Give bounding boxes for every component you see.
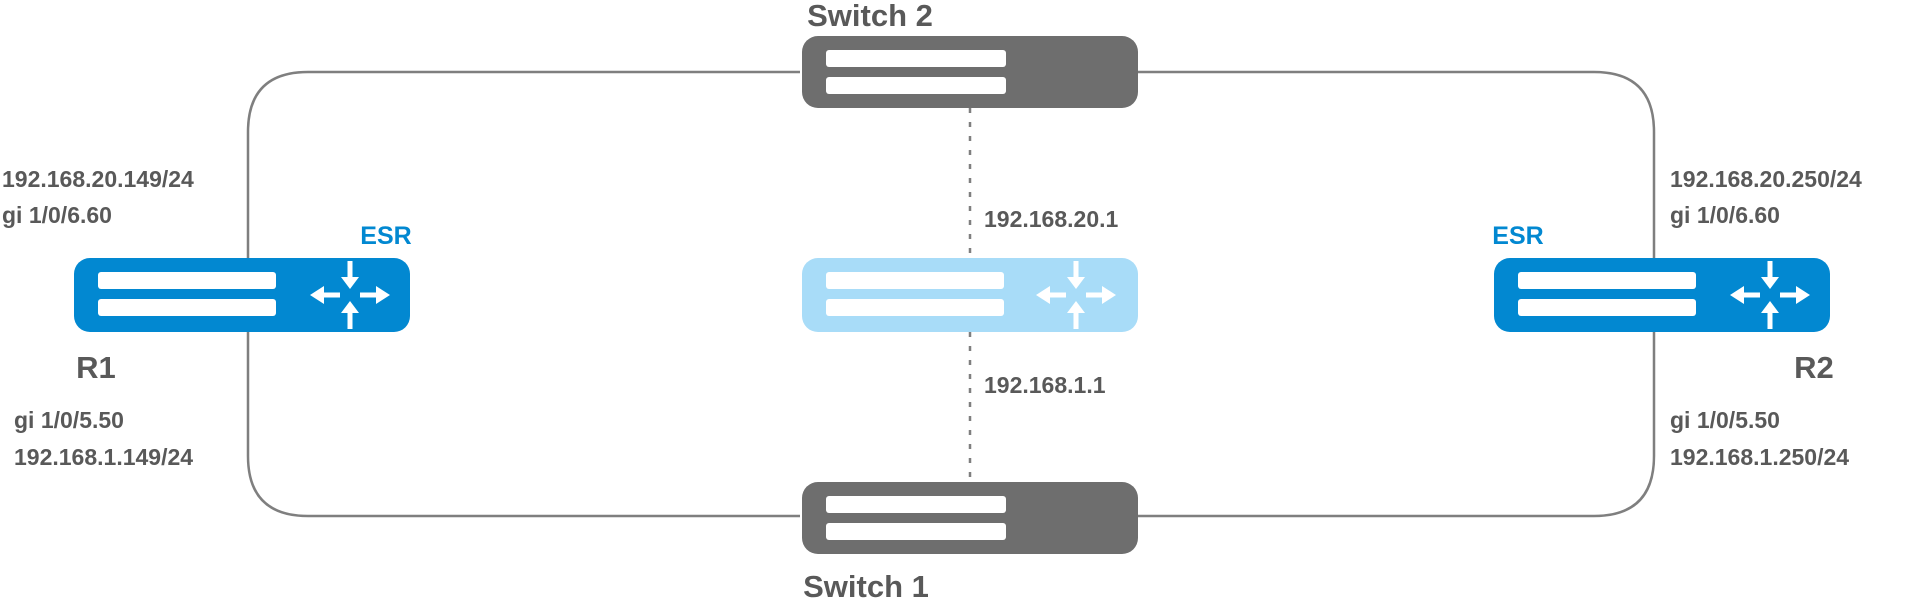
r2-top-interface: gi 1/0/6.60 <box>1670 202 1780 228</box>
virtual-ip-top: 192.168.20.1 <box>984 206 1119 232</box>
router-r1-arrows-icon <box>310 261 390 329</box>
router-r1-label: R1 <box>76 350 116 385</box>
switch-2 <box>802 36 1138 108</box>
router-r2-label: R2 <box>1794 350 1834 385</box>
link-switch2-r2 <box>1136 70 1656 260</box>
router-r2-brand: ESR <box>1492 222 1543 250</box>
switch-2-body <box>802 36 1138 108</box>
router-r2-arrows-icon <box>1730 261 1810 329</box>
router-r2-body <box>1494 258 1830 332</box>
r1-top-interface: gi 1/0/6.60 <box>2 202 112 228</box>
router-r2 <box>1494 258 1830 332</box>
switch-1-label: Switch 1 <box>803 569 929 602</box>
link-switch1-r2 <box>1136 330 1656 518</box>
router-r1 <box>74 258 410 332</box>
link-r1-switch2 <box>246 70 800 260</box>
switch-1 <box>802 482 1138 554</box>
virtual-router <box>802 258 1138 332</box>
router-r1-body <box>74 258 410 332</box>
r2-top-ip: 192.168.20.250/24 <box>1670 166 1862 192</box>
switch-2-label: Switch 2 <box>807 0 933 33</box>
r1-bottom-ip: 192.168.1.149/24 <box>14 444 193 470</box>
switch-1-body <box>802 482 1138 554</box>
r1-top-ip: 192.168.20.149/24 <box>2 166 194 192</box>
link-r1-switch1 <box>246 330 800 518</box>
r2-bottom-interface: gi 1/0/5.50 <box>1670 407 1780 433</box>
router-r1-brand: ESR <box>360 222 411 250</box>
virtual-router-arrows-icon <box>1036 261 1116 329</box>
virtual-ip-bottom: 192.168.1.1 <box>984 372 1106 398</box>
r1-bottom-interface: gi 1/0/5.50 <box>14 407 124 433</box>
r2-bottom-ip: 192.168.1.250/24 <box>1670 444 1849 470</box>
